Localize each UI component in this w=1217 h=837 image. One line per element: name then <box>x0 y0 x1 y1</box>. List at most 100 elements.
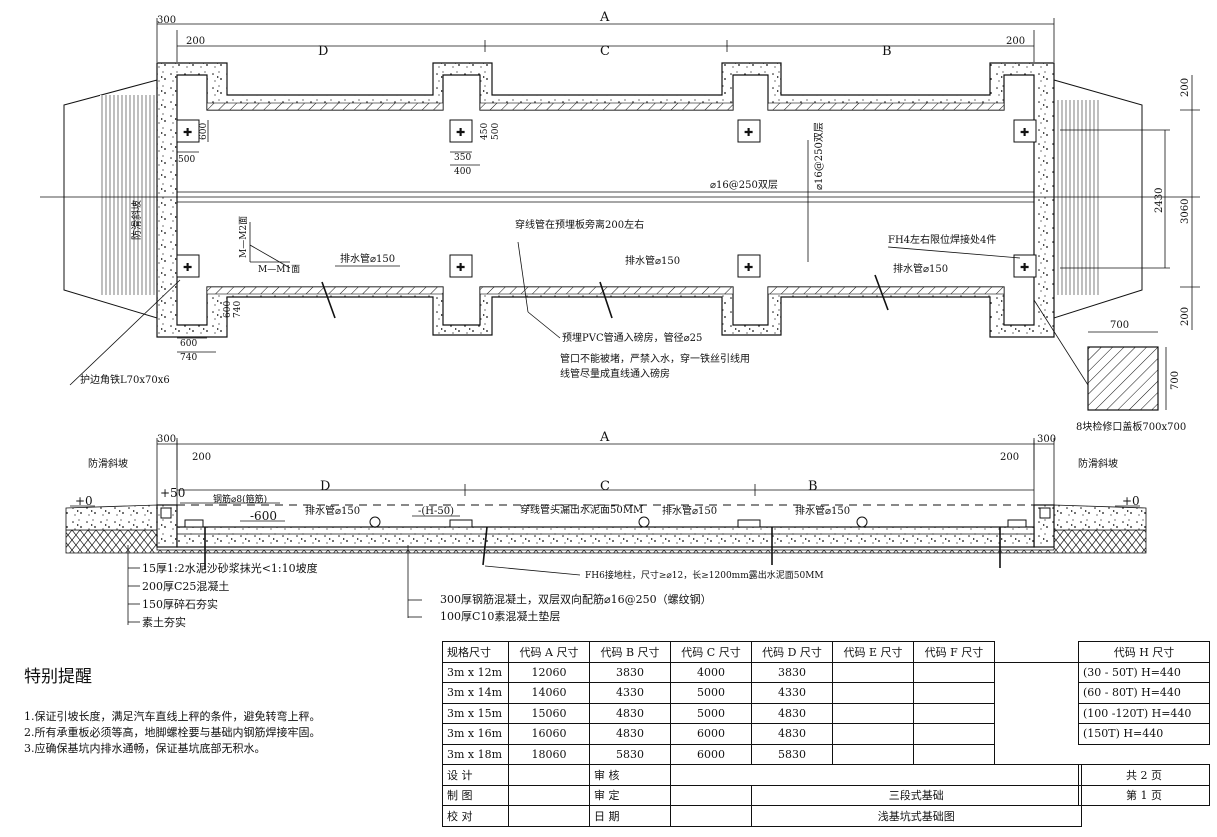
rebar-vertical-label: ⌀16@250双层 <box>813 122 825 190</box>
cover-width: 700 <box>1110 320 1129 331</box>
draw-value <box>508 784 590 806</box>
plan-drains: 排水管⌀150 排水管⌀150 排水管⌀150 <box>321 241 948 319</box>
review-label: 审 核 <box>589 764 671 786</box>
section-cable: 穿线管头漏出水泥面50MM <box>520 503 643 516</box>
section-dim-200-right: 200 <box>1000 452 1019 463</box>
spec-spacer <box>995 724 1082 745</box>
page-number: 第 1 页 <box>1078 784 1210 806</box>
base-plate: ✚ <box>176 119 200 143</box>
plan-dim-200-left: 200 <box>186 36 205 47</box>
section-plus-50: +50 <box>160 486 185 500</box>
layer-mortar: 15厚1:2水泥沙砂浆抹光<1:10坡度 <box>142 561 318 575</box>
table-row: 3m x 15m 15060 4830 5000 4830 <box>442 702 1082 724</box>
spec-spacer <box>994 641 1081 663</box>
approve-label: 审 定 <box>589 784 671 806</box>
table-row: 3m x 16m 16060 4830 6000 4830 <box>442 723 1082 745</box>
section-drain-3: 排水管⌀150 <box>795 504 850 517</box>
layer-rc: 300厚钢筋混凝土，双层双向配筋⌀16@250（螺纹钢） <box>440 592 712 606</box>
spec-cell: 5830 <box>751 743 833 765</box>
spec-cell <box>832 702 914 724</box>
base-plate: ✚ <box>737 119 761 143</box>
spec-cell: 3m x 15m <box>442 702 509 724</box>
dim-600b: 600 <box>223 301 233 318</box>
plan-right-dims: 200 2430 3060 200 <box>1060 75 1200 330</box>
h-size-table: 代码 H 尺寸 (30 - 50T) H=440 (60 - 80T) H=44… <box>1078 641 1210 806</box>
spec-spacer <box>995 662 1082 683</box>
spec-cell: 12060 <box>508 661 590 683</box>
dim-200-bottom: 200 <box>1180 307 1191 326</box>
section-zero-left: +0 <box>75 494 93 508</box>
plan-dim-a: A <box>599 10 610 25</box>
dim-500: 500 <box>178 155 195 165</box>
base-plate: ✚ <box>449 254 473 278</box>
section-dim-b: B <box>808 479 818 494</box>
section-ground-note: FH6接地柱，尺寸≥⌀12，长≥1200mm露出水泥面50MM <box>585 569 824 581</box>
table-row: 3m x 18m 18060 5830 6000 5830 <box>442 743 1082 765</box>
date-label: 日 期 <box>589 805 671 827</box>
svg-text:✚: ✚ <box>744 126 753 139</box>
section-labels: 防滑斜坡 防滑斜坡 +0 +0 +50 钢筋⌀8(箍筋) -600 -(H-50… <box>70 457 1140 581</box>
spec-cell <box>913 743 995 765</box>
cover-note: 8块检修口盖板700x700 <box>1076 420 1186 433</box>
spec-cell: 4330 <box>751 682 833 704</box>
layer-gravel: 150厚碎石夯实 <box>142 597 218 611</box>
spec-cell: 14060 <box>508 682 590 704</box>
spec-header: 代码 D 尺寸 <box>751 641 833 663</box>
svg-text:✚: ✚ <box>183 126 192 139</box>
dim-200-top: 200 <box>1180 78 1191 97</box>
check-label: 校 对 <box>442 805 509 827</box>
spec-table: 规格尺寸 代码 A 尺寸 代码 B 尺寸 代码 C 尺寸 代码 D 尺寸 代码 … <box>442 641 1082 827</box>
spec-cell: 6000 <box>670 723 752 745</box>
spec-cell: 3m x 12m <box>442 661 509 683</box>
spec-cell: 5000 <box>670 682 752 704</box>
section-dim-200-left: 200 <box>192 452 211 463</box>
review-value <box>670 764 1082 786</box>
spec-spacer <box>995 683 1082 704</box>
spec-spacer <box>995 744 1082 765</box>
spec-cell <box>913 682 995 704</box>
base-plate: ✚ <box>737 254 761 278</box>
cover-height: 700 <box>1170 371 1181 390</box>
spec-header: 代码 C 尺寸 <box>670 641 752 663</box>
h-row: (150T) H=440 <box>1078 723 1210 745</box>
spec-cell: 3m x 18m <box>442 743 509 765</box>
base-plate: ✚ <box>1013 254 1037 278</box>
spec-cell: 4830 <box>589 723 671 745</box>
plan-ramp-right <box>1053 79 1143 319</box>
dim-2430: 2430 <box>1154 188 1165 213</box>
section-dim-c: C <box>600 479 610 494</box>
spec-cell <box>913 661 995 683</box>
plan-drain-1: 排水管⌀150 <box>340 252 395 265</box>
spec-header: 代码 E 尺寸 <box>832 641 914 663</box>
spec-cell: 4830 <box>589 702 671 724</box>
section-m1: M—M1面 <box>258 264 300 275</box>
section-layer-callouts: 15厚1:2水泥沙砂浆抹光<1:10坡度 200厚C25混凝土 150厚碎石夯实… <box>127 545 712 629</box>
section-ramp-left: 防滑斜坡 <box>88 457 128 470</box>
dim-3060: 3060 <box>1180 199 1191 224</box>
table-row: 3m x 14m 14060 4330 5000 4330 <box>442 682 1082 704</box>
limit-note: FH4左右限位焊接处4件 <box>888 233 996 246</box>
plan-foundation-wall <box>40 62 1200 338</box>
special-notes: 特别提醒 1.保证引坡长度，满足汽车直线上秤的条件，避免转弯上秤。 2.所有承重… <box>24 662 321 757</box>
notes-title: 特别提醒 <box>24 667 92 687</box>
spec-cell <box>832 743 914 765</box>
plan-dimensions: A D C B 300 200 200 <box>156 10 1055 62</box>
svg-text:✚: ✚ <box>1020 126 1029 139</box>
spec-cell: 3830 <box>589 661 671 683</box>
dim-400: 400 <box>454 167 471 177</box>
dim-600c: 600 <box>180 339 197 349</box>
section-h50: -(H-50) <box>418 506 454 517</box>
section-m2: M—M2面 <box>238 216 249 258</box>
title-row: 校 对 日 期 浅基坑式基础图 <box>442 805 1082 827</box>
design-label: 设 计 <box>442 764 509 786</box>
foundation-drawing: A D C B 300 200 200 防滑斜坡 ✚ <box>40 10 1200 629</box>
section-rebar-8: 钢筋⌀8(箍筋) <box>213 493 267 505</box>
base-plate: ✚ <box>449 119 473 143</box>
table-row: 3m x 12m 12060 3830 4000 3830 <box>442 661 1082 683</box>
spec-cell: 3m x 16m <box>442 723 509 745</box>
plan-rebar: ⌀16@250双层 ⌀16@250双层 <box>710 122 825 262</box>
check-value <box>508 805 590 827</box>
layer-c25: 200厚C25混凝土 <box>142 579 229 593</box>
svg-text:✚: ✚ <box>456 261 465 274</box>
spec-cell <box>832 682 914 704</box>
